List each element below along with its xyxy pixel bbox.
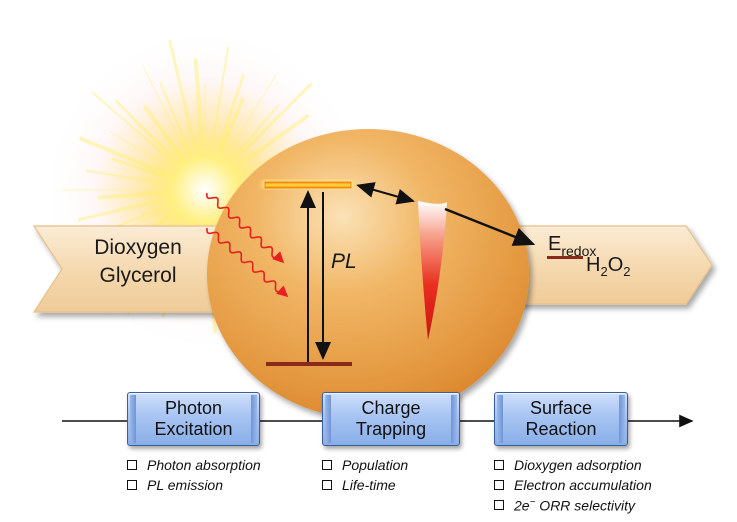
stage-label-line1: Photon [164,398,223,418]
checkbox-icon [494,460,504,470]
redox-level [547,256,583,259]
photon-wave-1 [205,192,285,264]
ground-level [266,362,352,366]
list-item: 2e− ORR selectivity [494,495,652,515]
stage-photon-excitation: Photon Excitation [127,392,260,446]
input-dioxygen: Dioxygen [94,236,182,259]
trap-state [418,201,447,340]
stage-label-line2: Trapping [355,419,427,439]
checkbox-icon [322,480,332,490]
list-item: PL emission [127,475,261,495]
photon-excitation-checklist: Photon absorption PL emission [127,455,261,495]
h2o2-label: H2O2 [586,254,630,279]
svg-text:Eredox: Eredox [548,233,596,259]
stage-charge-trapping: Charge Trapping [322,392,460,446]
particle-sphere [207,129,529,419]
list-item: Electron accumulation [494,475,652,495]
list-item: Dioxygen adsorption [494,455,652,475]
checkbox-icon [322,460,332,470]
trap-exchange-arrow [356,182,415,205]
charge-trapping-checklist: Population Life-time [322,455,408,495]
list-item: Photon absorption [127,455,261,475]
checkbox-icon [127,480,137,490]
pl-label: PL [331,250,357,273]
stage-label-line1: Charge [361,398,421,418]
transfer-arrow [444,207,536,246]
stage-label-line2: Reaction [525,419,597,439]
excited-level [262,180,354,189]
checkbox-icon [494,500,504,510]
photon-wave-2 [206,227,289,298]
checkbox-icon [494,480,504,490]
stage-label-line1: Surface [529,398,593,418]
checkbox-icon [127,460,137,470]
input-glycerol: Glycerol [99,264,176,287]
redox-potential-label: Eredox [547,233,596,259]
stage-surface-reaction: Surface Reaction [494,392,628,446]
list-item: Population [322,455,408,475]
list-item: Life-time [322,475,408,495]
stage-label-line2: Excitation [154,419,233,439]
surface-reaction-checklist: Dioxygen adsorption Electron accumulatio… [494,455,652,515]
